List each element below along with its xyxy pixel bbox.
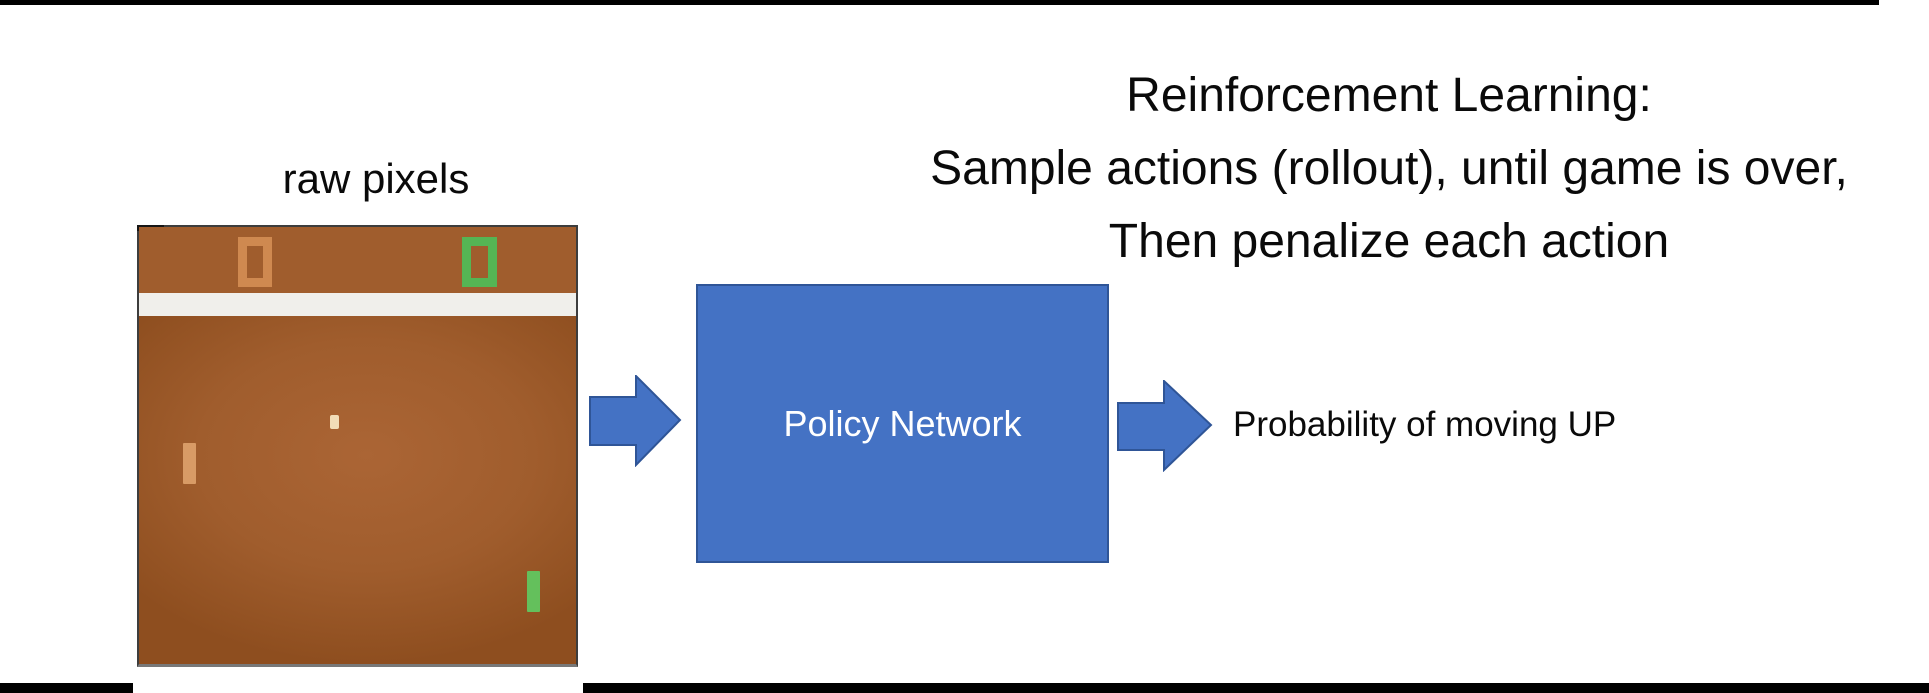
pong-top-wall-bar	[139, 293, 576, 316]
pong-score-right-zero	[462, 237, 497, 287]
title-line-1: Reinforcement Learning:	[1126, 69, 1652, 122]
top-black-bar	[0, 0, 1879, 5]
bottom-black-bar-right	[583, 683, 1929, 693]
raw-pixels-label: raw pixels	[282, 155, 470, 202]
right-arrow-icon	[589, 375, 682, 467]
output-probability-label: Probability of moving UP	[1233, 405, 1617, 444]
pong-play-area	[139, 316, 576, 664]
pong-score-band	[139, 227, 576, 293]
policy-network-label: Policy Network	[783, 402, 1022, 444]
right-arrow-icon	[1117, 380, 1213, 472]
pong-paddle-left	[183, 443, 196, 484]
bottom-black-bar-left	[0, 683, 133, 693]
pong-score-left-zero	[238, 237, 272, 287]
title-line-3: Then penalize each action	[1108, 215, 1670, 268]
title-line-2: Sample actions (rollout), until game is …	[930, 142, 1848, 195]
pong-ball	[330, 415, 339, 429]
policy-network-box: Policy Network	[696, 284, 1109, 563]
slide-title: Reinforcement Learning: Sample actions (…	[849, 59, 1929, 278]
pong-paddle-right	[527, 571, 540, 612]
pong-game-screenshot	[137, 225, 578, 667]
